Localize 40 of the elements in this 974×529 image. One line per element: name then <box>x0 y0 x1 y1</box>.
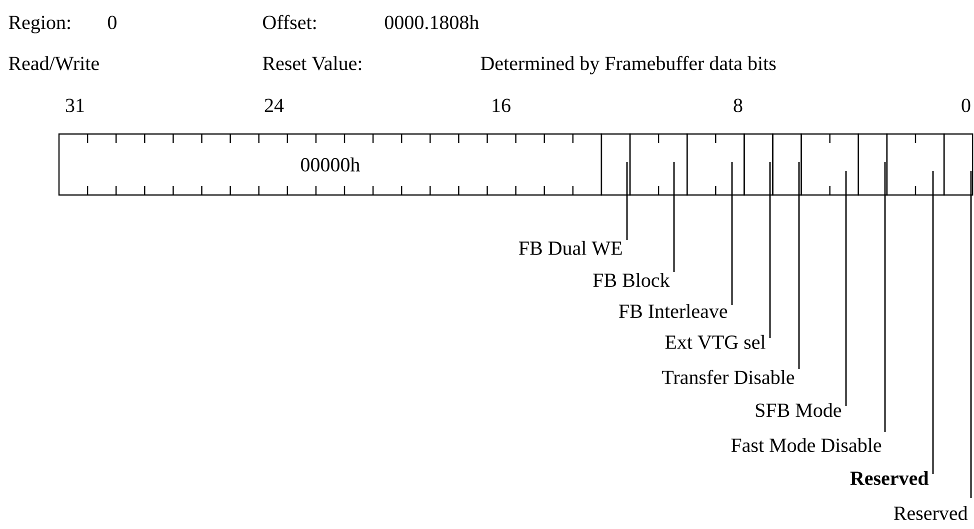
leader-line <box>798 162 800 369</box>
field-label: Reserved <box>894 506 968 520</box>
leader-line <box>673 162 675 272</box>
leader-line <box>884 162 886 432</box>
field-label: Fast Mode Disable <box>731 438 882 452</box>
register-info: Region: <box>8 16 70 34</box>
field-label: Transfer Disable <box>662 370 794 384</box>
leader-line <box>845 171 847 406</box>
field-label: FB Block <box>593 272 670 288</box>
leader-line <box>626 162 628 240</box>
bit-number: 8 <box>734 98 742 112</box>
leader-line <box>932 171 934 474</box>
bit-field <box>943 133 974 196</box>
bit-number: 24 <box>264 98 284 112</box>
field-label: FB Dual WE <box>518 240 622 256</box>
register-info: Reset Value: <box>262 56 362 70</box>
bit-number: 0 <box>962 98 970 112</box>
bit-field <box>800 133 859 196</box>
bit-field <box>858 133 888 196</box>
bit-field <box>744 133 774 196</box>
bit-field <box>886 133 945 196</box>
field-label: FB Interleave <box>618 304 728 318</box>
register-info: Determined by Framebuffer data bits <box>480 56 776 74</box>
bit-number: 16 <box>492 98 510 112</box>
bit-number: 31 <box>66 98 84 112</box>
register-info: 0 <box>108 16 116 30</box>
leader-line <box>970 171 972 498</box>
field-label: Ext VTG sel <box>665 334 766 350</box>
register-info: Offset: <box>263 14 316 30</box>
leader-line <box>769 162 771 338</box>
field-label: Reserved <box>850 470 929 486</box>
bit-field <box>629 133 688 196</box>
leader-line <box>731 162 733 305</box>
field-label: SFB Mode <box>756 402 842 418</box>
bit-field <box>686 133 745 196</box>
register-info: 0000.1808h <box>384 15 479 30</box>
bit-field <box>772 133 802 196</box>
register-info: Read/Write <box>8 56 99 70</box>
bit-field: 00000h <box>58 133 602 196</box>
bit-field <box>600 133 631 196</box>
